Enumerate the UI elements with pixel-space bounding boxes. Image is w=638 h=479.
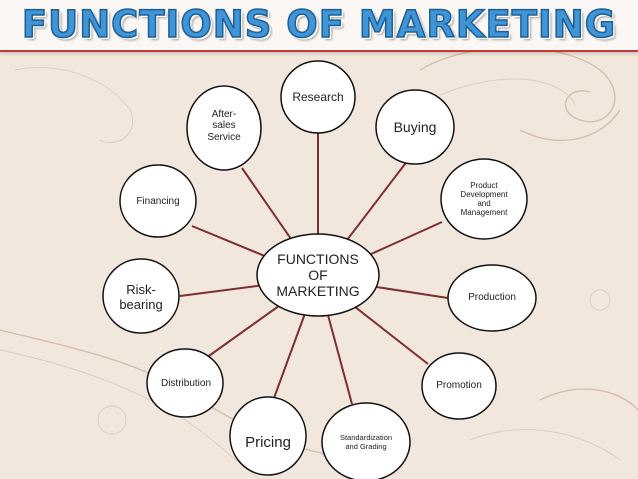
title-banner: FUNCTIONS OF MARKETING (0, 0, 638, 52)
center-line-3: MARKETING (276, 283, 360, 300)
node-pricing-label: Pricing (232, 431, 304, 455)
node-financing-label: Financing (122, 193, 194, 211)
node-promotion-shape (421, 352, 497, 420)
node-product-line-1: Product (470, 180, 498, 190)
node-standardization-line-1: Standardization (339, 433, 393, 443)
node-group (102, 60, 537, 479)
node-after-sales-line-1: After- (211, 108, 237, 120)
node-research-shape (280, 60, 356, 134)
node-standardization-label: Standardization and Grading (328, 430, 404, 456)
node-production-label: Production (452, 289, 532, 307)
center-line-2: OF (308, 266, 328, 283)
node-product-line-3: and (477, 199, 491, 208)
center-node-shape (256, 233, 380, 317)
node-buying-label: Buying (380, 116, 450, 138)
node-product-line-4: Management (460, 208, 508, 218)
node-financing-text: Financing (136, 196, 180, 208)
center-node-label: FUNCTIONS OF MARKETING (262, 244, 374, 306)
node-pricing-shape (229, 396, 307, 476)
node-promotion-text: Promotion (436, 380, 482, 392)
node-risk-bearing-shape (102, 258, 180, 334)
node-financing-shape (119, 164, 197, 238)
node-standardization-shape (321, 402, 411, 479)
node-promotion-label: Promotion (424, 377, 494, 395)
center-line-1: FUNCTIONS (277, 250, 359, 267)
node-pricing-text: Pricing (245, 434, 291, 452)
node-research-text: Research (292, 90, 344, 105)
node-product-line-2: Development (460, 189, 508, 199)
node-product-development-shape (440, 158, 528, 240)
node-buying-shape (375, 89, 455, 165)
node-after-sales-shape (186, 85, 262, 171)
node-after-sales-label: After- sales Service (194, 104, 254, 148)
node-research-label: Research (284, 88, 352, 108)
node-buying-text: Buying (393, 118, 437, 135)
node-risk-line-2: bearing (119, 297, 163, 312)
node-standardization-line-2: and Grading (345, 442, 387, 451)
node-product-development-label: Product Development and Management (444, 176, 524, 222)
node-after-sales-line-3: Service (207, 131, 241, 143)
node-distribution-label: Distribution (149, 375, 223, 393)
node-production-text: Production (468, 292, 516, 304)
node-risk-bearing-label: Risk- bearing (106, 280, 176, 316)
node-distribution-text: Distribution (160, 378, 212, 390)
page-title: FUNCTIONS OF MARKETING (21, 2, 617, 47)
node-after-sales-line-2: sales (212, 120, 236, 132)
node-risk-line-1: Risk- (126, 282, 156, 298)
node-production-shape (447, 264, 537, 332)
node-distribution-shape (146, 348, 224, 418)
